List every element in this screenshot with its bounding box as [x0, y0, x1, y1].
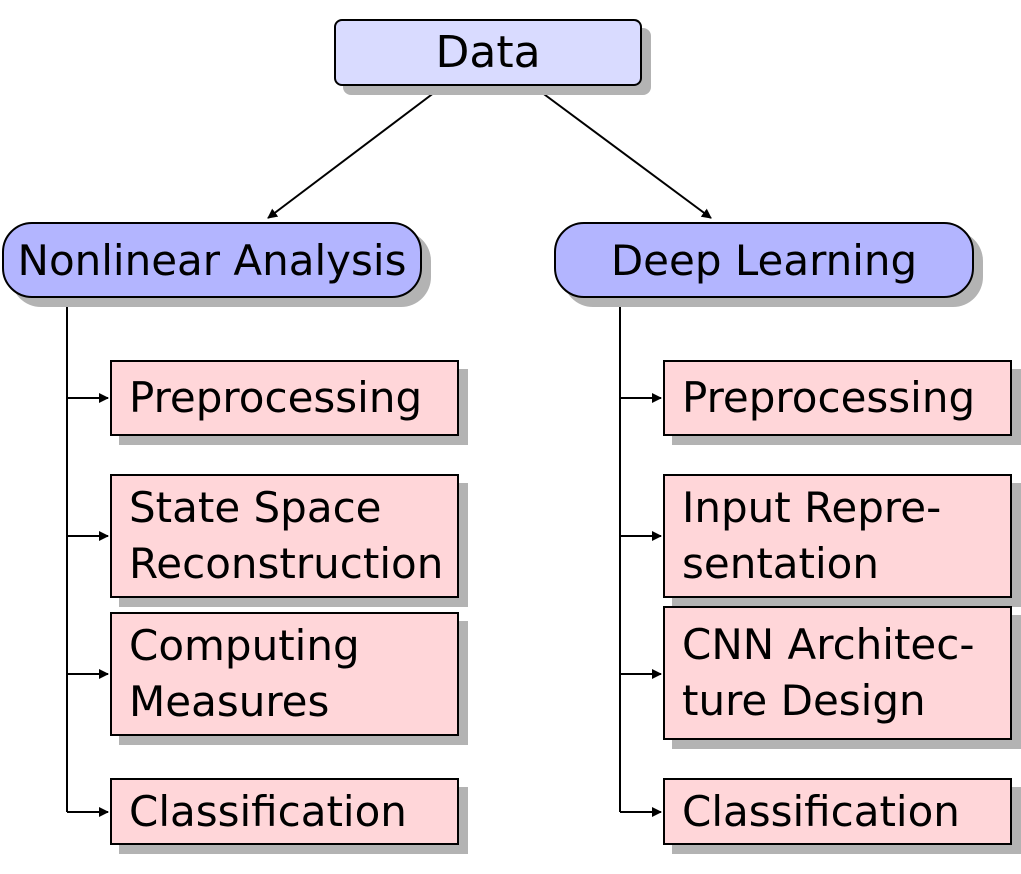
branch-node-deep-learning: Deep Learning — [554, 222, 974, 298]
step-node-nonlinear-preprocessing: Preprocessing — [110, 360, 459, 436]
step-node-label: Classification — [129, 786, 407, 836]
root-node-data: Data — [334, 19, 642, 86]
step-node-deep-classification: Classification — [663, 778, 1012, 845]
root-node-label: Data — [435, 27, 541, 78]
arrow-data-to-nonlinear — [267, 85, 444, 219]
branch-node-nonlinear-analysis: Nonlinear Analysis — [2, 222, 422, 298]
step-node-computing-measures: Computing Measures — [110, 612, 459, 736]
step-node-label: CNN Architec- ture Design — [682, 620, 975, 725]
step-node-input-representation: Input Repre- sentation — [663, 474, 1012, 598]
step-node-label: State Space Reconstruction — [129, 483, 444, 588]
step-node-deep-preprocessing: Preprocessing — [663, 360, 1012, 436]
step-node-label: Input Repre- sentation — [682, 483, 942, 588]
branch-node-label: Deep Learning — [610, 235, 918, 285]
step-node-label: Preprocessing — [129, 373, 423, 422]
step-node-nonlinear-classification: Classification — [110, 778, 459, 845]
step-node-label: Preprocessing — [682, 373, 976, 422]
step-node-label: Computing Measures — [129, 621, 360, 726]
step-node-label: Classification — [682, 786, 960, 836]
step-node-cnn-architecture-design: CNN Architec- ture Design — [663, 606, 1012, 740]
step-node-state-space-reconstruction: State Space Reconstruction — [110, 474, 459, 598]
branch-node-label: Nonlinear Analysis — [17, 235, 407, 285]
arrow-data-to-deep — [532, 85, 712, 219]
